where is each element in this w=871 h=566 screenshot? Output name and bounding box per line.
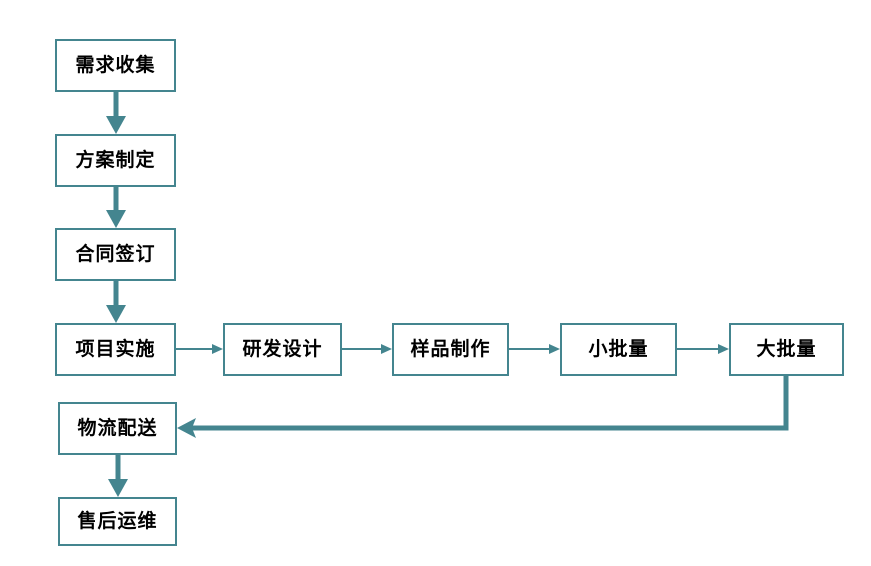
node-label: 方案制定: [75, 149, 156, 171]
connector-req-to-plan: [106, 92, 126, 134]
connector-implement-to-rnd: [176, 344, 223, 354]
connector-rnd-to-sample: [342, 344, 392, 354]
node-project-implementation[interactable]: 项目实施: [55, 323, 176, 376]
node-rnd-design[interactable]: 研发设计: [223, 323, 342, 376]
node-after-sales-maintenance[interactable]: 售后运维: [58, 497, 177, 546]
connector-sample-to-smallbatch: [509, 344, 560, 354]
connector-plan-to-contract: [106, 187, 126, 228]
node-requirement-gathering[interactable]: 需求收集: [55, 39, 176, 92]
node-label: 小批量: [588, 338, 649, 360]
connector-contract-to-implement: [106, 281, 126, 323]
connector-smallbatch-to-bigbatch: [677, 344, 729, 354]
node-logistics-delivery[interactable]: 物流配送: [58, 402, 177, 455]
node-label: 大批量: [756, 338, 817, 360]
node-small-batch[interactable]: 小批量: [560, 323, 677, 376]
node-label: 需求收集: [75, 54, 156, 76]
node-label: 研发设计: [242, 338, 323, 360]
node-label: 合同签订: [75, 243, 156, 265]
node-large-batch[interactable]: 大批量: [729, 323, 844, 376]
node-label: 样品制作: [410, 338, 491, 360]
node-sample-production[interactable]: 样品制作: [392, 323, 509, 376]
connector-logistics-to-support: [108, 455, 128, 497]
node-label: 物流配送: [77, 417, 158, 439]
node-label: 售后运维: [77, 510, 158, 532]
node-plan-formulation[interactable]: 方案制定: [55, 134, 176, 187]
connector-bigbatch-to-logistics: [177, 376, 789, 438]
node-label: 项目实施: [75, 338, 156, 360]
node-contract-signing[interactable]: 合同签订: [55, 228, 176, 281]
